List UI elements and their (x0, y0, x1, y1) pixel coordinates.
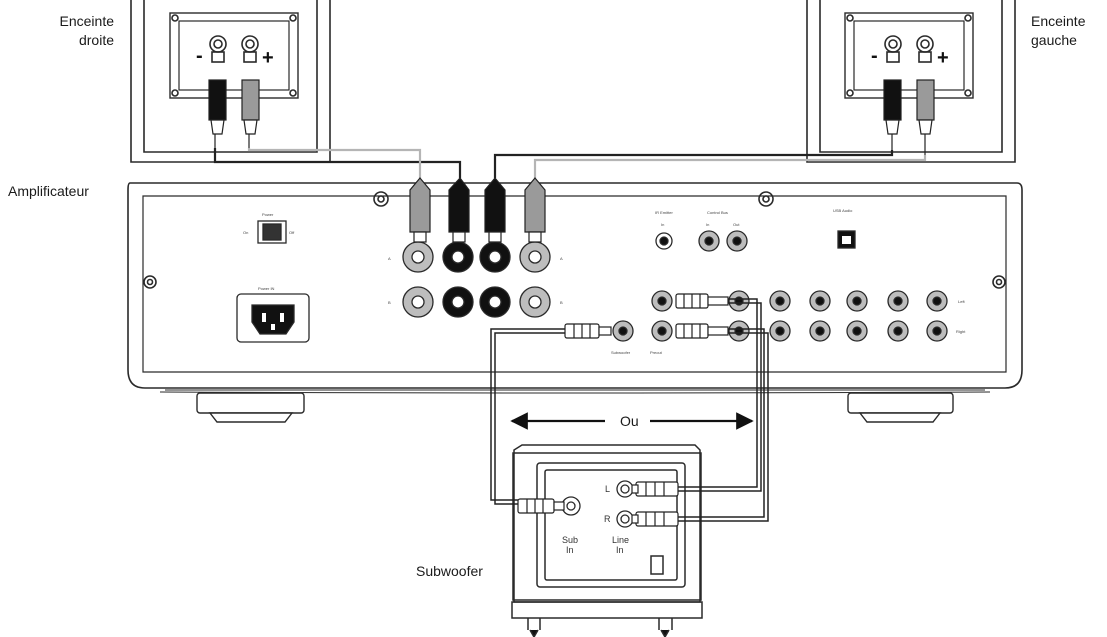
line-in-label-2: In (616, 545, 624, 555)
ir-in-label: In (661, 222, 664, 227)
left-speaker (806, 0, 1016, 163)
right-speaker-minus: - (196, 45, 203, 67)
speaker-terminals-b (402, 286, 551, 318)
usb-port (837, 230, 856, 249)
speaker-cables (213, 148, 927, 178)
power-switch (257, 220, 287, 244)
right-speaker-terminal-plate (169, 12, 299, 99)
sub-in-label-2: In (566, 545, 574, 555)
right-speaker-label: Enceinte droite (44, 12, 114, 50)
control-in-label: In (706, 222, 709, 227)
control-out-label: Out (733, 222, 740, 227)
subwoofer-unit (511, 444, 703, 637)
right-speaker-plus: + (262, 47, 274, 69)
usb-audio-label: USB Audio (833, 208, 853, 213)
or-label: Ou (614, 412, 645, 431)
power-on-label: On (243, 230, 248, 235)
ir-emitter-label: IR Emitter (655, 210, 673, 215)
left-speaker-terminal-plate (844, 12, 974, 99)
amplifier (127, 182, 1023, 394)
terminal-a-label-right: A (560, 256, 563, 261)
power-inlet (236, 293, 310, 343)
speaker-terminals-a (402, 241, 551, 273)
right-speaker (130, 0, 331, 163)
control-jacks (655, 230, 748, 252)
left-speaker-label: Enceinte gauche (1031, 12, 1085, 50)
subwoofer-jacks (561, 480, 634, 528)
left-speaker-minus: - (871, 45, 878, 67)
power-off-label: Off (289, 230, 295, 235)
left-speaker-plus: + (937, 47, 949, 69)
terminal-b-label-right: B (560, 300, 563, 305)
terminal-b-label: B (388, 300, 391, 305)
left-speaker-label-line2: gauche (1031, 32, 1077, 48)
subwoofer-label: Subwoofer (416, 563, 483, 579)
rca-inputs-bottom (612, 320, 948, 342)
amplifier-label: Amplificateur (8, 183, 89, 199)
left-speaker-plugs (883, 79, 935, 155)
left-speaker-label-line1: Enceinte (1031, 13, 1086, 29)
preout-rca-plugs (675, 293, 729, 339)
subwoofer-rca-plugs (517, 481, 679, 527)
subwoofer-cables (490, 298, 769, 522)
right-speaker-plugs (208, 79, 260, 148)
right-speaker-label-line2: droite (78, 32, 114, 48)
line-in-label-1: Line (612, 535, 629, 545)
subwoofer-out-plug (564, 323, 612, 339)
right-speaker-label-line1: Enceinte (59, 13, 114, 29)
panel-right-label: Right (956, 329, 966, 334)
sub-in-label-1: Sub (562, 535, 578, 545)
preout-label: Preout (650, 350, 663, 355)
terminal-a-label: A (388, 256, 391, 261)
panel-subwoofer-label: Subwoofer (611, 350, 631, 355)
panel-left-label: Left (958, 299, 966, 304)
amplifier-feet (196, 392, 954, 423)
line-in-r-label: R (604, 514, 611, 524)
line-in-l-label: L (605, 484, 610, 494)
control-bus-label: Control Bus (707, 210, 728, 215)
power-in-label: Power IN (258, 286, 275, 291)
power-label: Power (262, 212, 274, 217)
amplifier-banana-plugs (409, 177, 546, 243)
